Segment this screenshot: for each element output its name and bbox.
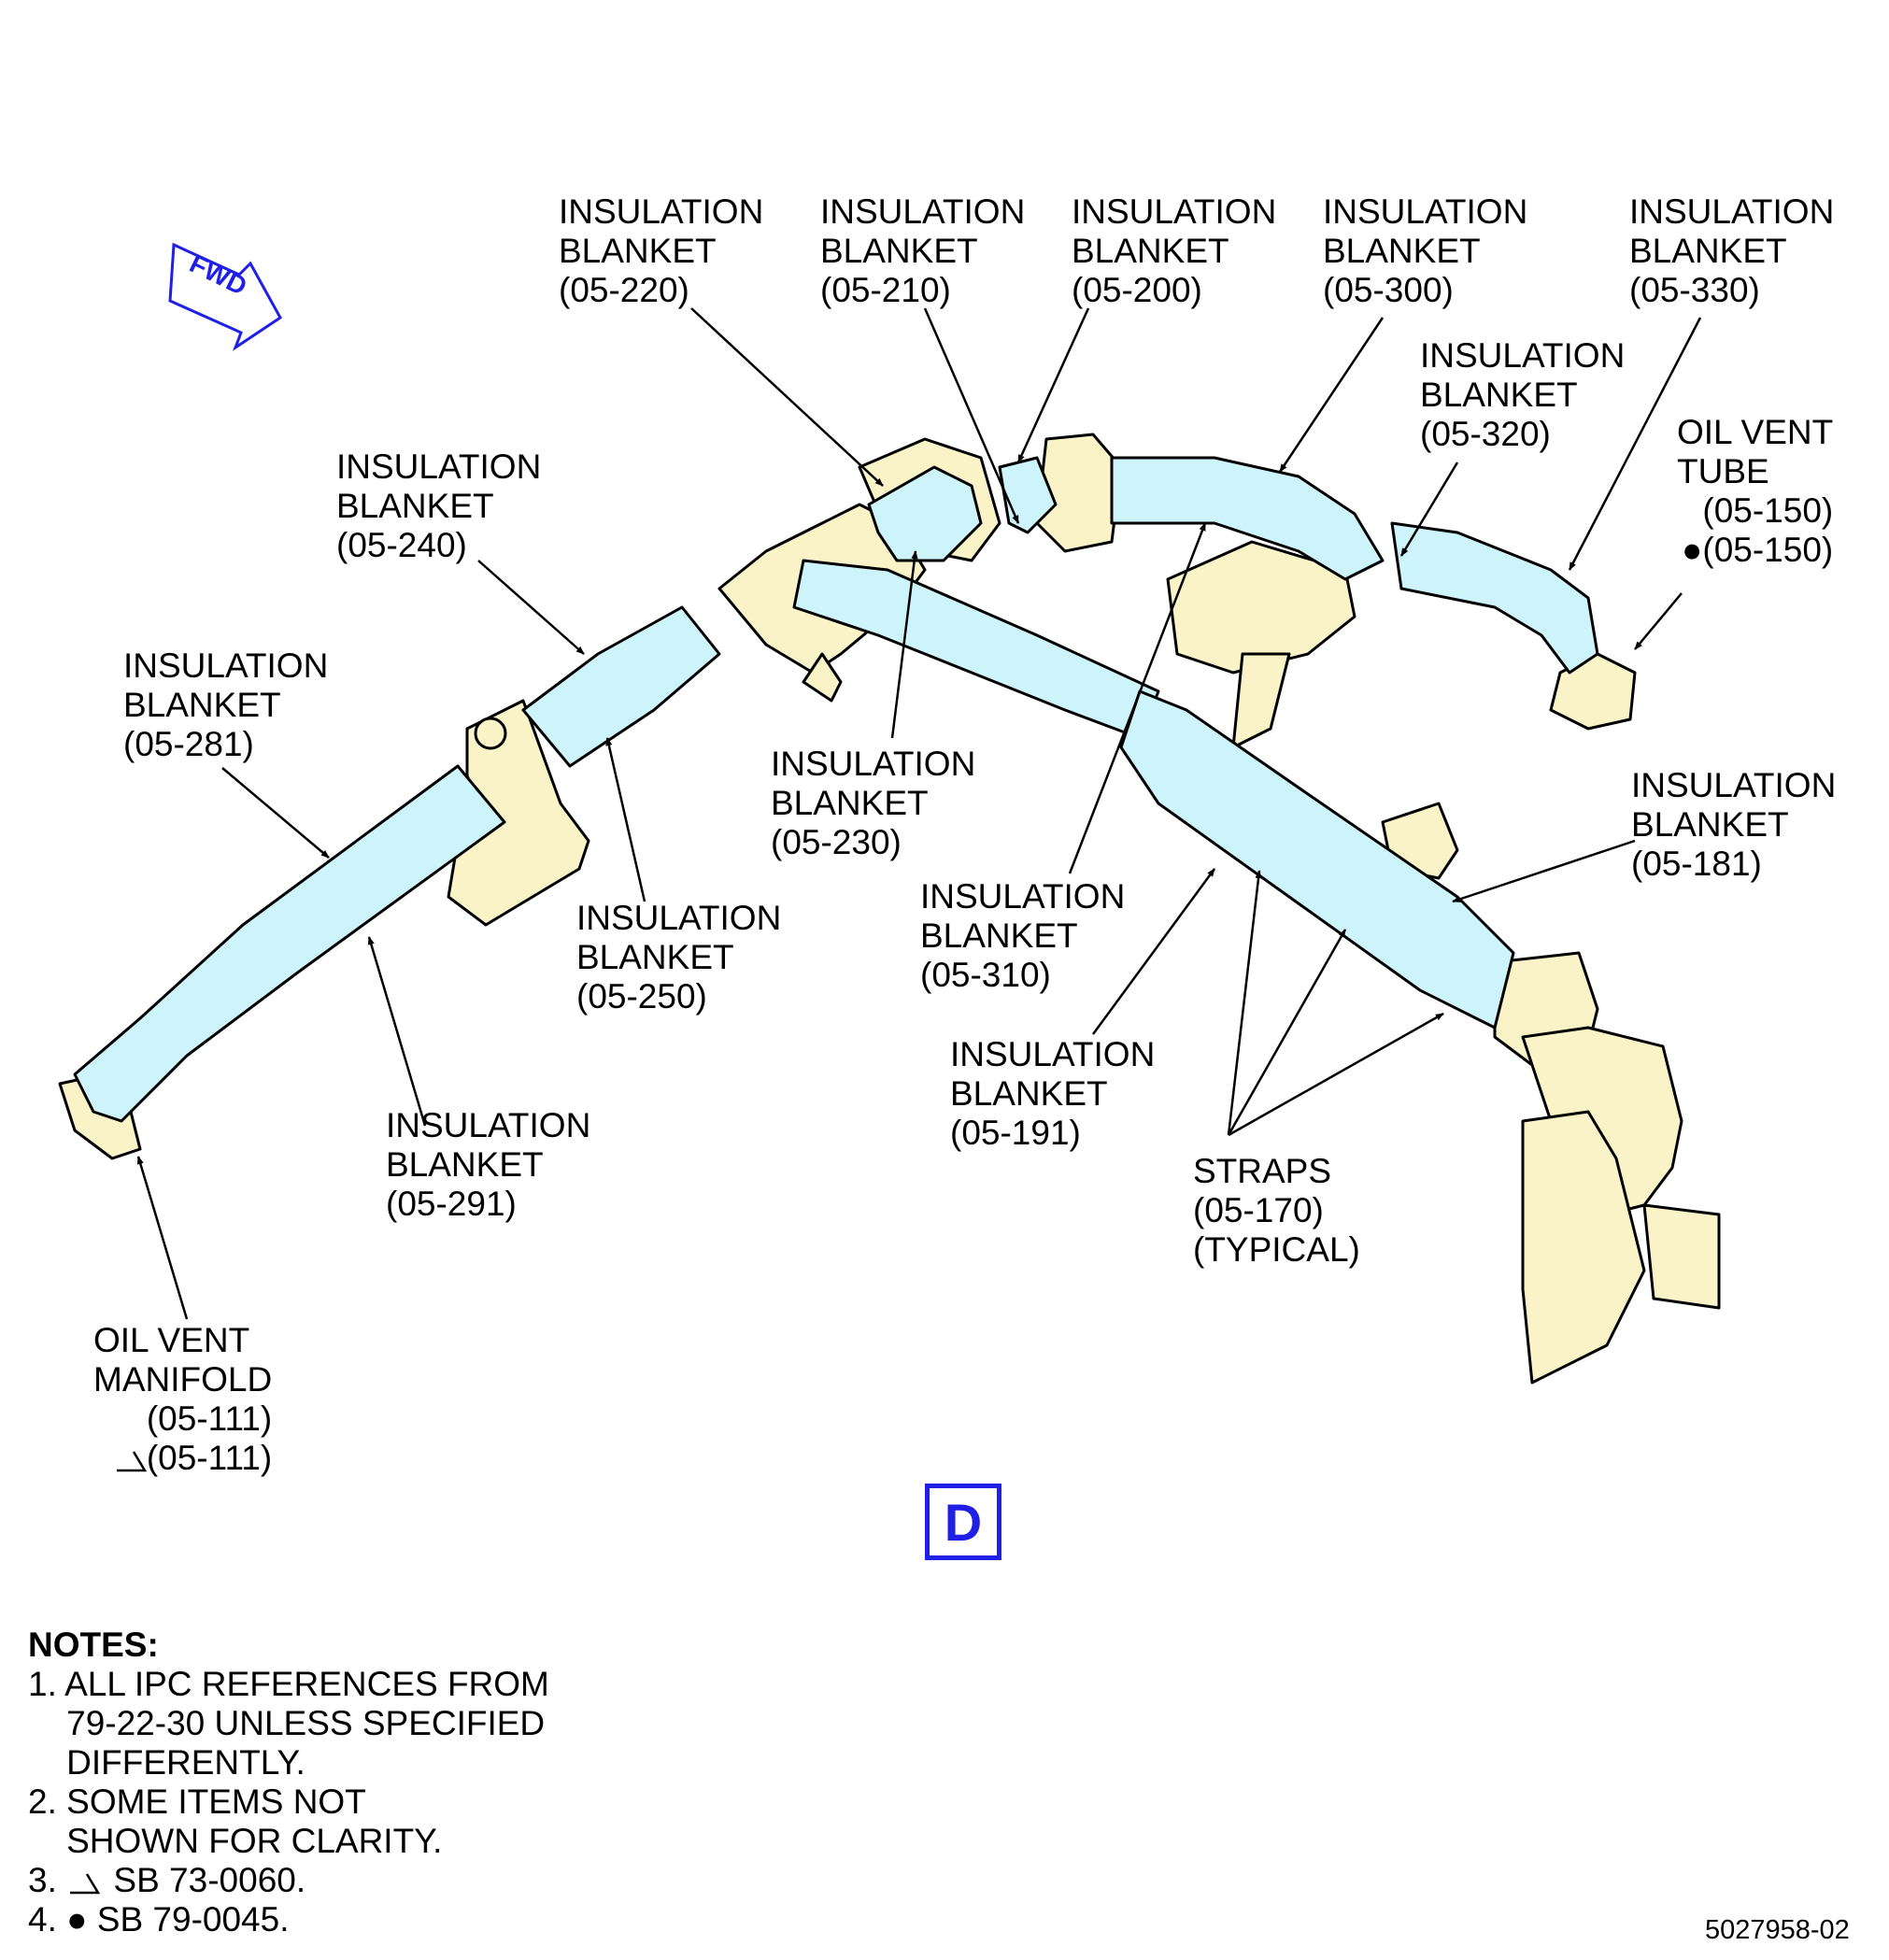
- leader-lines: [136, 307, 1702, 1320]
- triangle-marker-icon: [116, 1451, 148, 1472]
- figure-id: 5027958-02: [1705, 1915, 1850, 1945]
- fwd-arrow-icon: FWD: [168, 242, 282, 351]
- note-line-3: 3. SB 73-0060.: [28, 1861, 306, 1899]
- support-brackets: [58, 433, 1721, 1385]
- triangle-marker-icon: [70, 1873, 101, 1895]
- note-line: SHOWN FOR CLARITY.: [28, 1822, 443, 1860]
- note-line: 1. ALL IPC REFERENCES FROM: [28, 1665, 549, 1703]
- note-line: 79-22-30 UNLESS SPECIFIED: [28, 1704, 546, 1742]
- insulation-blankets: [73, 456, 1599, 1123]
- label-straps: STRAPS(05-170)(TYPICAL): [1193, 1152, 1360, 1269]
- view-letter-box: D: [925, 1484, 1001, 1560]
- filled-circle-icon: ●: [66, 1900, 88, 1939]
- label-oil-vent-tube: OIL VENT TUBE (05-150) ●(05-150): [1677, 413, 1834, 569]
- note-line: 2. SOME ITEMS NOT: [28, 1782, 366, 1821]
- note-line-4: 4. ● SB 79-0045.: [28, 1900, 290, 1939]
- label-oil-vent-manifold: OIL VENT MANIFOLD (05-111) (05-111): [93, 1321, 273, 1477]
- note-line: DIFFERENTLY.: [28, 1743, 305, 1782]
- notes-title: NOTES:: [28, 1626, 159, 1664]
- notes-block: NOTES: 1. ALL IPC REFERENCES FROM 79-22-…: [28, 1626, 549, 1939]
- filled-circle-icon: ●: [1682, 531, 1703, 569]
